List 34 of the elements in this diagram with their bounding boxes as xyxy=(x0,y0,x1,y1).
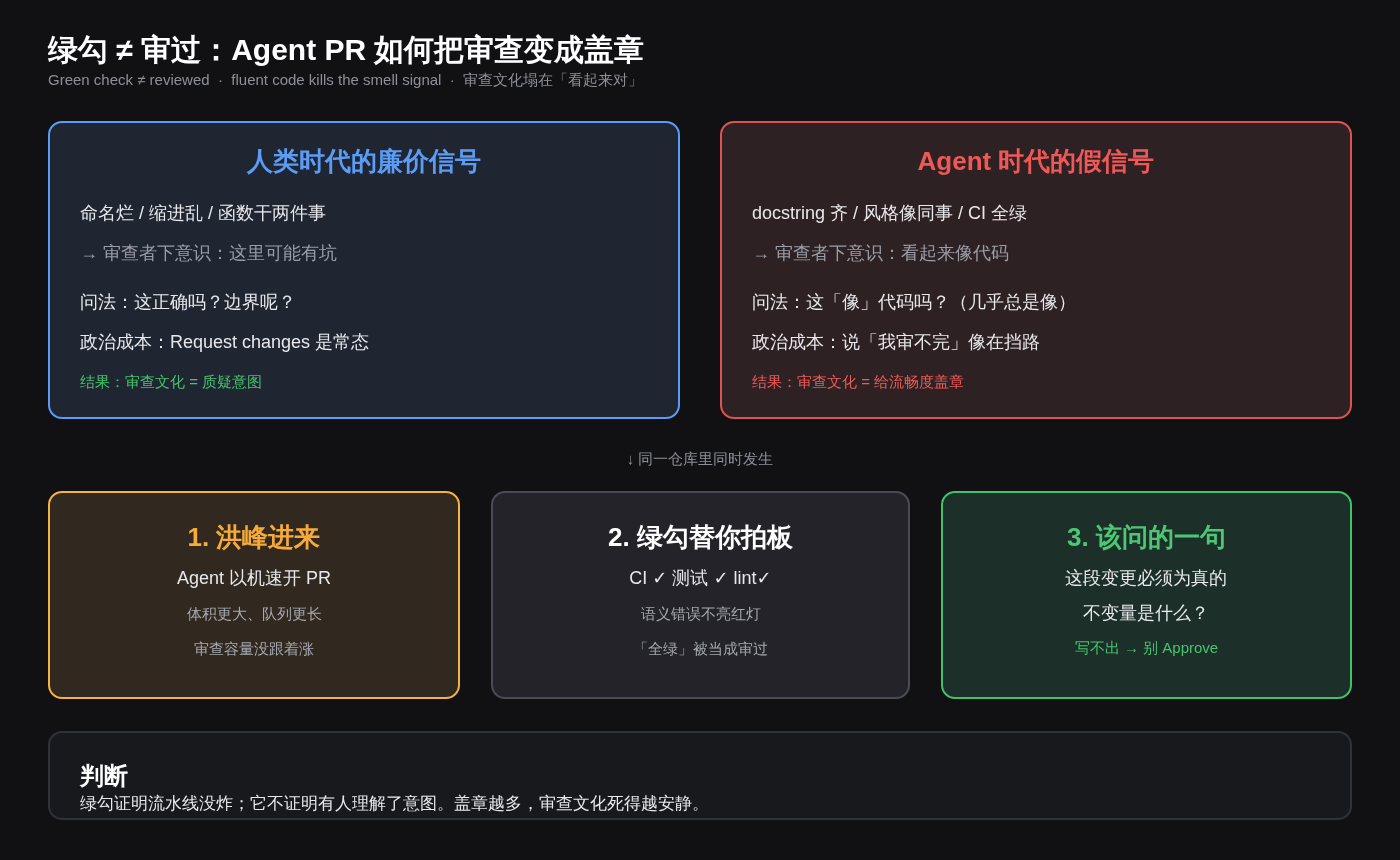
card-title: 人类时代的廉价信号 xyxy=(246,145,482,179)
card-title: 判断 xyxy=(80,761,128,792)
body-text: 命名烂 / 缩进乱 / 函数干两件事 xyxy=(80,202,326,226)
body-text: 问法：这「像」代码吗？（几乎总是像） xyxy=(752,291,1076,315)
signal-card xyxy=(48,121,680,419)
subtitle: Green check ≠ reviewed · fluent code kills the smell signal · 审查文化塌在「看起来对」 xyxy=(48,70,644,90)
body-text: → 审查者下意识：看起来像代码 xyxy=(752,242,1009,266)
body-text: 这段变更必须为真的不变量是什么？ xyxy=(1064,567,1229,625)
result-text: 写不出 → 别 Approve xyxy=(1073,638,1220,658)
body-text: docstring 齐 / 风格像同事 / CI 全绿 xyxy=(752,202,1028,226)
card-title: 1. 洪峰进来 xyxy=(186,521,322,555)
signal-card xyxy=(720,121,1352,419)
body-text: 政治成本：Request changes 是常态 xyxy=(80,331,370,355)
step-card xyxy=(48,491,460,699)
result-text: 结果：审查文化 = 给流畅度盖章 xyxy=(752,372,965,392)
card-title: 2. 绿勾替你拍板 xyxy=(607,521,794,555)
body-text: 「全绿」被当成审过 xyxy=(632,639,769,659)
card-title: 3. 该问的一句 xyxy=(1066,521,1227,555)
body-text: 绿勾证明流水线没炸；它不证明有人理解了意图。盖章越多，审查文化死得越安静。 xyxy=(80,792,709,815)
body-text: 政治成本：说「我审不完」像在挡路 xyxy=(752,331,1040,355)
body-text: 体积更大、队列更长 xyxy=(185,604,323,624)
body-text: 问法：这正确吗？边界呢？ xyxy=(80,291,296,315)
body-text: Agent 以机速开 PR xyxy=(175,567,332,591)
result-text: 结果：审查文化 = 质疑意图 xyxy=(80,372,263,392)
card-title: Agent 时代的假信号 xyxy=(916,145,1156,179)
step-card xyxy=(941,491,1352,699)
body-text: 审查容量没跟着涨 xyxy=(193,639,315,659)
body-text: → 审查者下意识：这里可能有坑 xyxy=(80,242,337,266)
body-text: 语义错误不亮红灯 xyxy=(639,604,762,624)
step-card xyxy=(491,491,910,699)
body-text: CI ✓ 测试 ✓ lint✓ xyxy=(628,567,773,591)
title: 绿勾 ≠ 审过：Agent PR 如何把审查变成盖章 xyxy=(48,32,645,68)
verdict-card xyxy=(48,731,1352,820)
note-text: ↓ 同一仓库里同时发生 xyxy=(626,449,774,469)
